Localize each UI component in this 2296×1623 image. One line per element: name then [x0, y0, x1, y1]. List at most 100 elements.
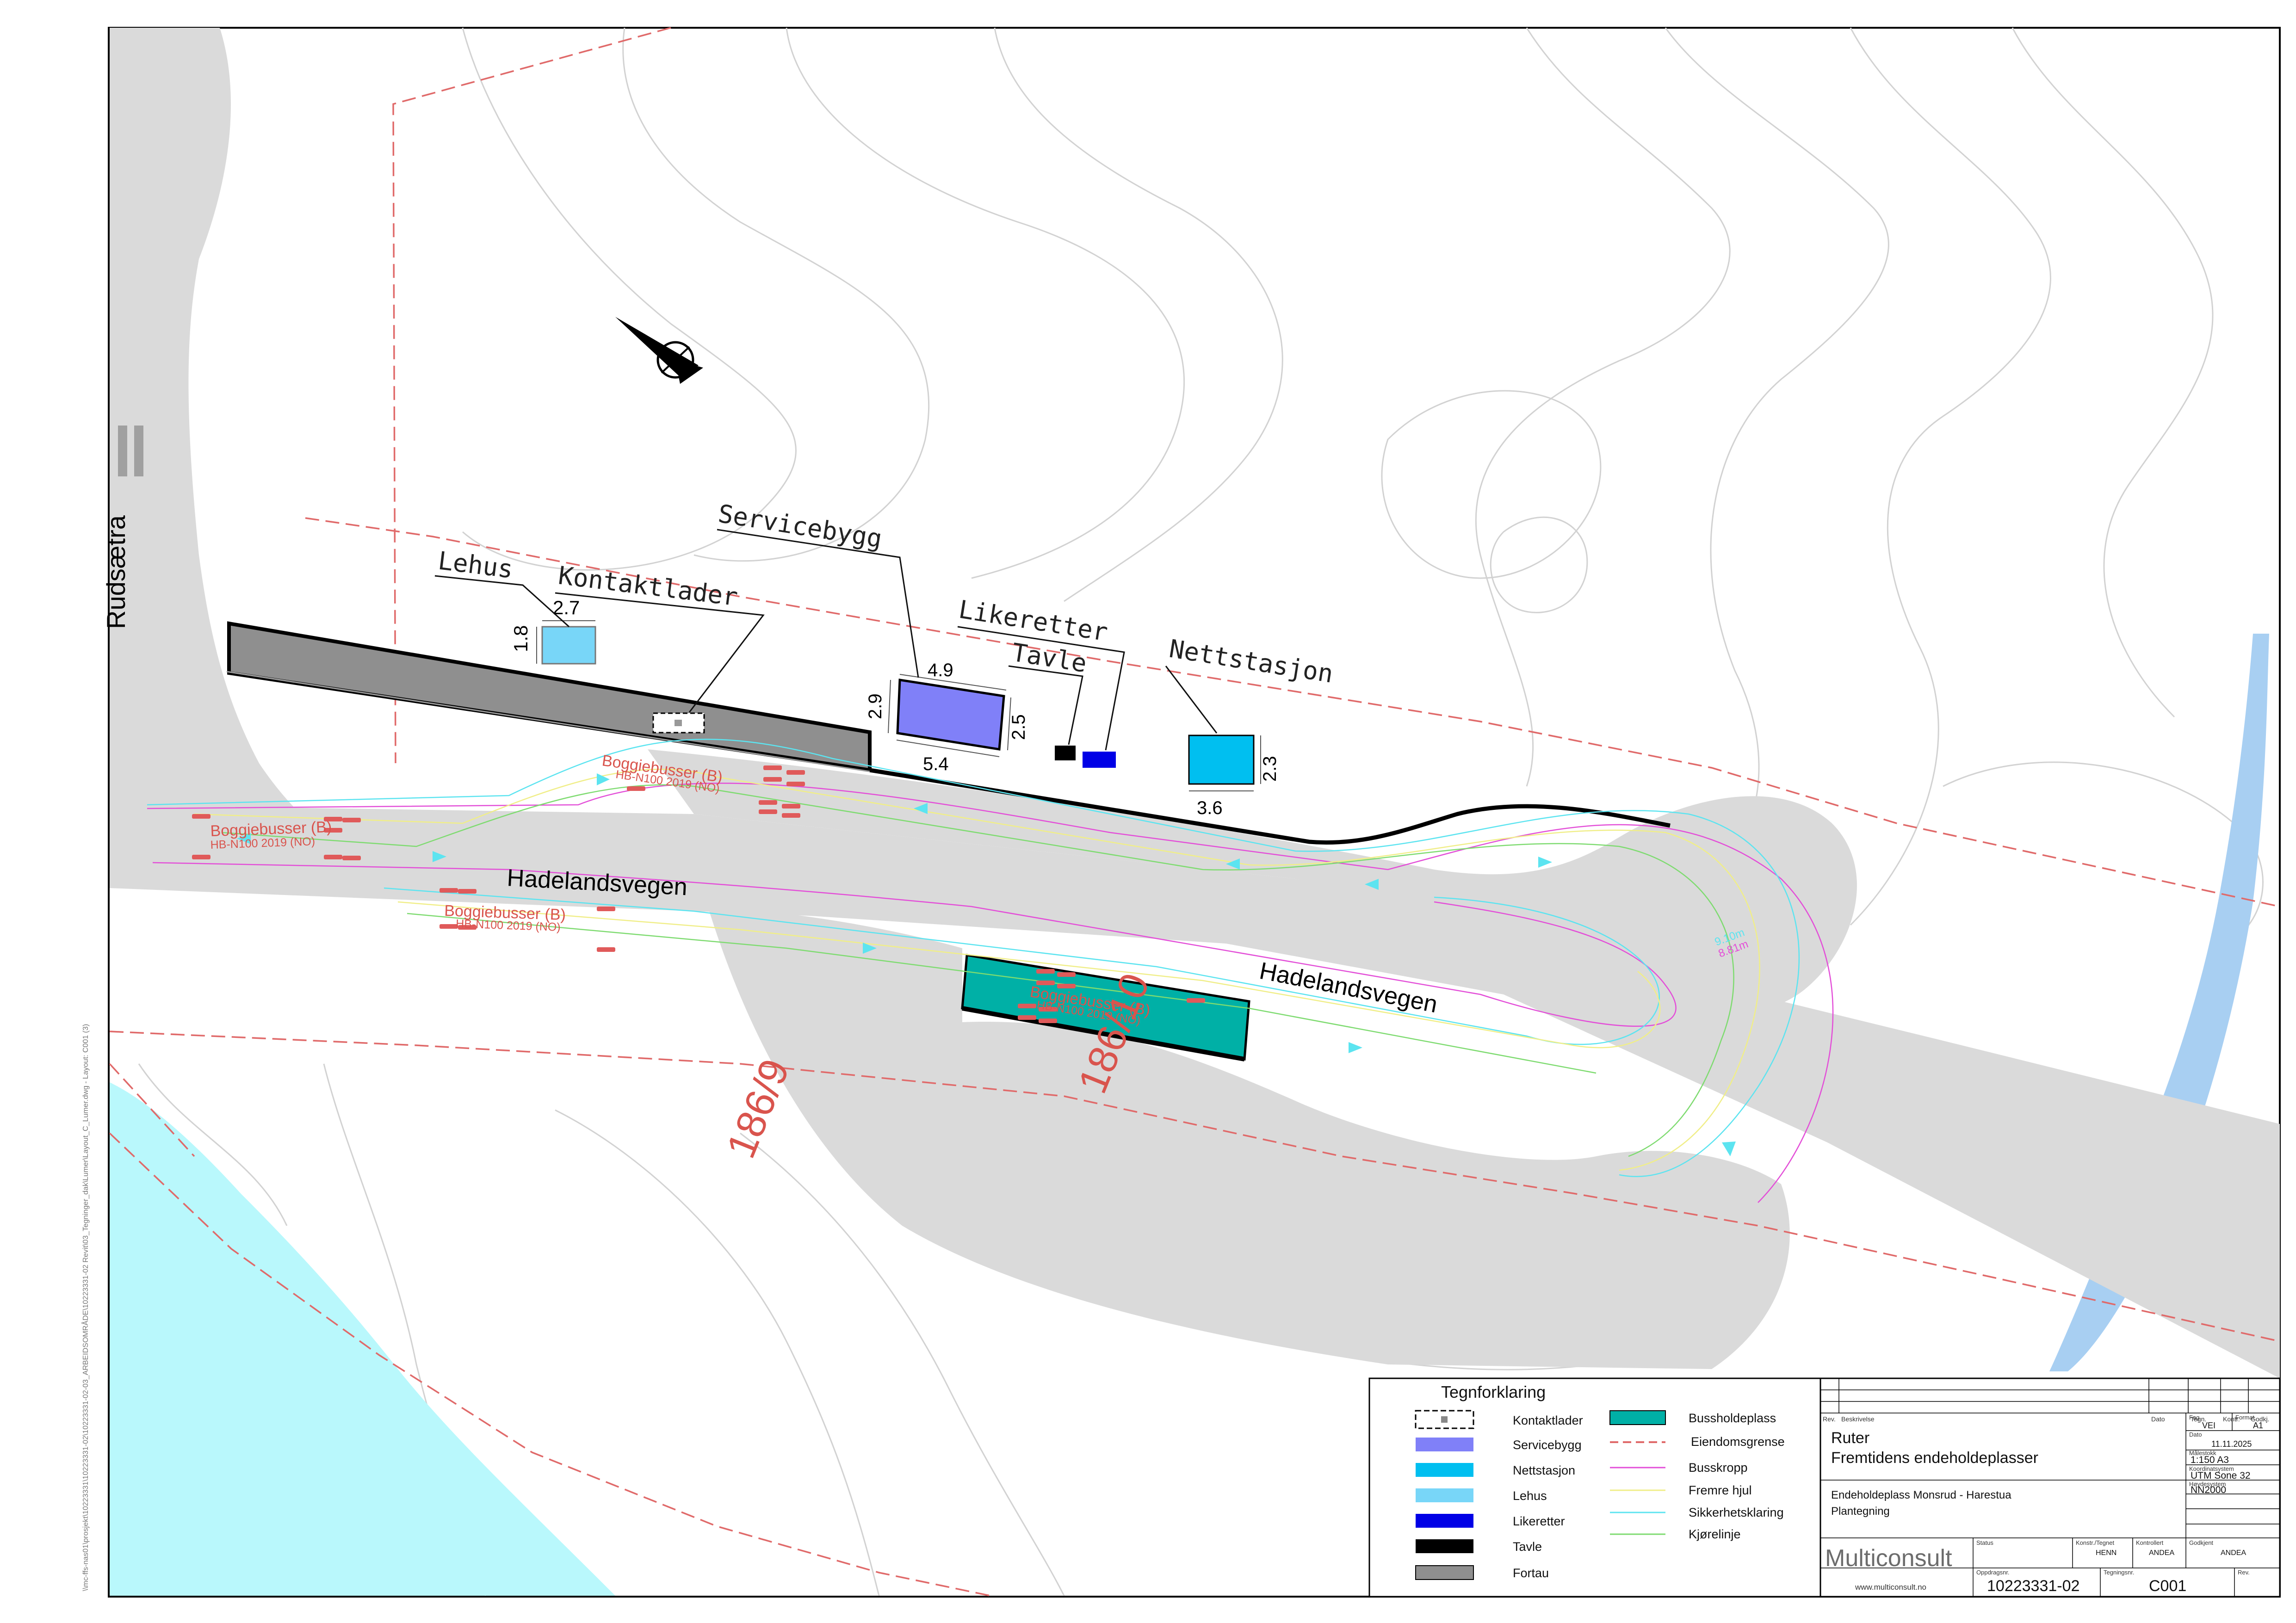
wheel-mark — [1036, 981, 1055, 985]
north-arrow — [615, 317, 703, 384]
contour-line — [2011, 27, 2214, 718]
legend-label-kjorelinje: Kjørelinje — [1689, 1527, 1741, 1541]
tb-fag-label: Fag — [2189, 1414, 2199, 1421]
wheel-mark — [1187, 998, 1205, 1003]
legend-label-eiendomsgrense: Eiendomsgrense — [1691, 1435, 1785, 1449]
dim-servicebygg-right: 2.5 — [1009, 714, 1029, 740]
tb-konstr-label: Konstr./Tegnet — [2076, 1539, 2114, 1546]
wheel-mark — [759, 800, 777, 805]
callout-leader-tavle — [1008, 665, 1083, 745]
contour-line — [1490, 516, 1588, 613]
wheel-mark — [439, 888, 458, 893]
lake-area — [110, 1082, 615, 1596]
vehicle-label-1-name: Boggiebusser (B) — [210, 818, 332, 840]
legend-kontaktlader: Kontaktlader — [1415, 1410, 1583, 1429]
north-arrow-tail — [675, 360, 703, 384]
direction-arrow — [914, 803, 928, 814]
wheel-mark — [627, 786, 645, 791]
tb-dato-value: 11.11.2025 — [2211, 1439, 2252, 1449]
contour-line — [994, 27, 1283, 602]
legend-kjorelinje: Kjørelinje — [1610, 1527, 1741, 1541]
north-arrow-circle — [656, 341, 694, 379]
legend-tavle: Tavle — [1416, 1539, 1542, 1554]
kjorelinje-path — [222, 784, 1734, 1157]
wheel-mark — [324, 817, 342, 821]
terrain-contours — [138, 27, 2264, 1596]
tb-dato-header: Dato — [2151, 1415, 2165, 1423]
contour-line — [1475, 27, 1731, 787]
tb-tegning-value: C001 — [2149, 1577, 2186, 1595]
direction-arrow — [1349, 1042, 1362, 1053]
direction-arrow — [1722, 1142, 1736, 1156]
callout-leader-servicebygg — [717, 529, 919, 678]
kontaktlader-marker — [675, 720, 682, 726]
title-block-frame — [1819, 1377, 2281, 1598]
contour-line — [462, 27, 797, 571]
nettstasjon-building — [1188, 734, 1255, 785]
tb-kontrollert-value: ANDEA — [2149, 1549, 2174, 1557]
title-block-grid — [1820, 1378, 2280, 1597]
fremre-hjul-path — [194, 768, 1760, 1171]
tb-website: www.multiconsult.no — [1855, 1583, 1926, 1592]
tb-rev-label: Rev. — [2238, 1569, 2250, 1576]
legend-busskropp: Busskropp — [1610, 1461, 1748, 1475]
direction-arrow — [863, 943, 877, 954]
wheel-mark — [782, 804, 800, 808]
tb-status-label: Status — [1976, 1539, 1993, 1546]
legend-swatch-tavle — [1416, 1539, 1473, 1553]
swept-paths — [147, 739, 1834, 1203]
dim-servicebygg-top: 4.9 — [928, 660, 953, 680]
contour-line — [1665, 27, 1889, 903]
contour-line — [740, 1132, 1065, 1596]
busskropp-path — [152, 862, 1677, 1027]
tb-malestokk-value: 1:150 A3 — [2191, 1455, 2229, 1465]
dim-nettstasjon-right: 2.3 — [1260, 756, 1280, 782]
contour-line — [1943, 761, 2264, 949]
main-road — [110, 749, 2280, 1378]
legend-fremre-hjul: Fremre hjul — [1610, 1483, 1752, 1497]
tb-fag-value: VEI — [2202, 1421, 2216, 1430]
property-line — [109, 1132, 995, 1598]
tb-godkjent-label: Godkjent — [2189, 1539, 2213, 1546]
revision-columns — [1838, 1378, 2249, 1413]
side-road-label: Rudsætra — [101, 515, 130, 629]
edge-line — [226, 671, 870, 772]
callout-leaders — [434, 529, 1218, 751]
tb-beskrivelse-header: Beskrivelse — [1841, 1415, 1875, 1423]
bottom-columns — [1973, 1538, 2235, 1597]
legend-label-fortau: Fortau — [1513, 1566, 1549, 1580]
wheel-mark — [763, 765, 782, 770]
direction-arrow — [597, 773, 610, 785]
dim-lehus-height: 1.8 — [510, 625, 532, 652]
legend-label-lehus: Lehus — [1513, 1489, 1547, 1503]
wheel-mark — [324, 828, 342, 833]
legend-label-kontaktlader: Kontaktlader — [1513, 1413, 1583, 1427]
legend-swatch-servicebygg — [1416, 1438, 1473, 1451]
direction-arrow — [1538, 857, 1552, 868]
legend-lehus: Lehus — [1416, 1488, 1547, 1503]
wheel-mark — [1018, 1015, 1036, 1020]
property-line — [109, 1063, 195, 1157]
busskropp-path — [147, 783, 1834, 1203]
legend-label-servicebygg: Servicebygg — [1513, 1438, 1582, 1452]
wheel-mark — [1039, 1018, 1057, 1023]
road-marking — [134, 426, 143, 476]
side-road — [110, 28, 333, 846]
wheel-mark — [763, 777, 782, 782]
legend-label-sikkerhetsklaring: Sikkerhetsklaring — [1689, 1506, 1784, 1519]
property-line — [305, 517, 2280, 907]
dim-servicebygg-bottom: 5.4 — [923, 754, 949, 774]
direction-arrow — [1365, 879, 1379, 890]
property-line — [109, 1031, 2280, 1342]
wheel-mark — [439, 924, 458, 929]
wheel-mark — [458, 925, 477, 930]
legend-label-bussholdeplass: Bussholdeplass — [1689, 1411, 1776, 1425]
wheel-mark — [786, 770, 805, 775]
tb-format-value: A1 — [2253, 1421, 2263, 1430]
wheel-mark — [597, 907, 615, 911]
tb-koordinatsystem-label: Koordinatsystem — [2189, 1465, 2234, 1472]
legend-box: Tegnforklaring Kontaktlader Servicebygg … — [1368, 1377, 1821, 1598]
contour-line — [622, 27, 930, 562]
wheel-mark — [192, 814, 210, 819]
direction-arrow — [1226, 858, 1240, 870]
